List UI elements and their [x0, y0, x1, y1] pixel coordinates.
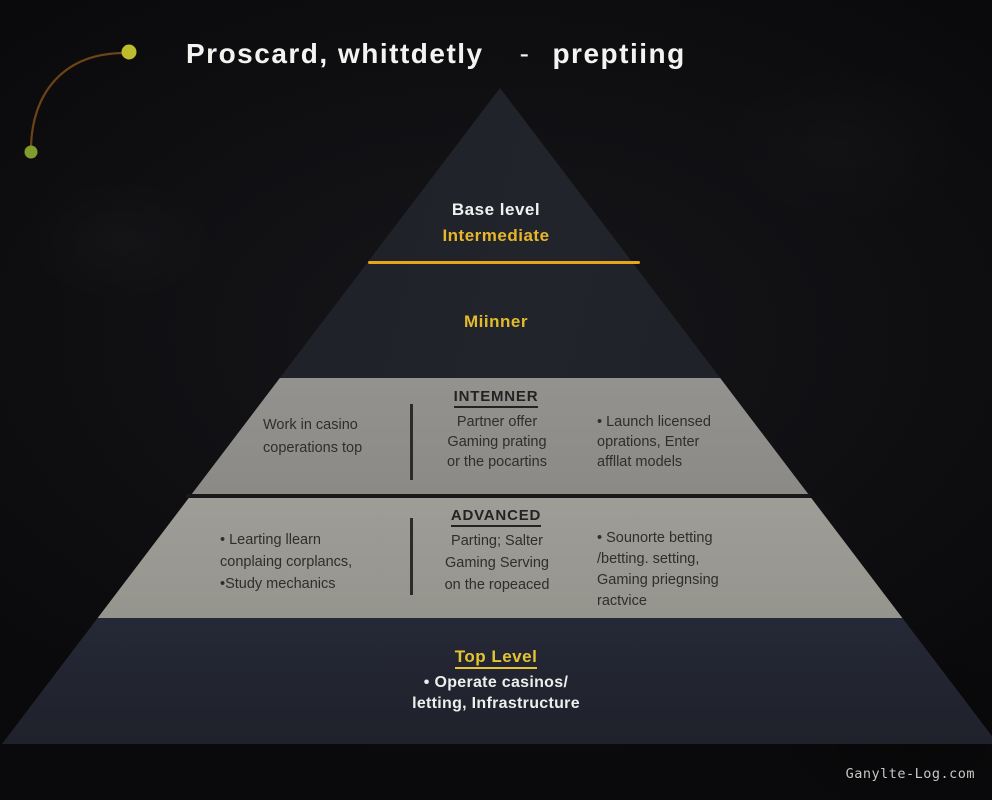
- band2-heading: ADVANCED: [0, 507, 992, 527]
- top-level-description: • Operate casinos/ letting, Infrastructu…: [0, 672, 992, 714]
- yellow-dot-icon: [121, 44, 137, 60]
- band1-right-line: • Launch licensed: [597, 414, 711, 430]
- band2-middle-column: Parting; Salter Gaming Serving on the ro…: [418, 530, 576, 596]
- band1-right-line: affllat models: [597, 454, 683, 470]
- band2-right-line: ractvice: [597, 593, 647, 609]
- band1-mid-line: or the pocartins: [447, 454, 547, 470]
- band2-left-line: • Learting llearn: [220, 532, 321, 548]
- band-separator-line: [186, 494, 810, 498]
- miinner-label: Miinner: [464, 312, 528, 331]
- green-dot-icon: [24, 145, 38, 159]
- yellow-divider-line: [368, 261, 640, 264]
- band2-left-line: conplaing corplancs,: [220, 554, 353, 570]
- band1-heading-text: INTEMNER: [453, 388, 539, 408]
- band1-right-line: oprations, Enter: [597, 434, 700, 450]
- band1-mid-line: Partner offer: [456, 414, 538, 430]
- band2-mid-line: on the ropeaced: [444, 577, 550, 593]
- band2-right-column: • Sounorte betting /betting. setting, Ga…: [597, 528, 765, 612]
- watermark-text: Ganylte-Log.com: [845, 766, 975, 782]
- band1-left-line: coperations top: [263, 440, 363, 456]
- band1-middle-column: Partner offer Gaming prating or the poca…: [418, 412, 576, 472]
- title-separator: -: [519, 38, 531, 69]
- title-part1: Proscard, whittdetly: [186, 38, 484, 69]
- corner-arc-decoration: [24, 44, 137, 159]
- intermediate-label: Intermediate: [442, 226, 550, 245]
- band1-column-divider: [410, 404, 413, 480]
- top-level-heading: Top Level: [0, 647, 992, 669]
- top-level-heading-text: Top Level: [454, 647, 538, 669]
- top-level-line: • Operate casinos/: [423, 674, 569, 691]
- band1-heading: INTEMNER: [0, 388, 992, 408]
- band1-left-column: Work in casino coperations top: [263, 414, 413, 460]
- curved-connector-line: [29, 51, 126, 151]
- band2-right-line: /betting. setting,: [597, 551, 700, 567]
- pyramid-base-section: [2, 618, 992, 744]
- band1-left-line: Work in casino: [263, 417, 358, 433]
- band2-mid-line: Gaming Serving: [445, 555, 549, 571]
- base-level-label: Base level: [451, 200, 541, 219]
- band1-mid-line: Gaming prating: [447, 434, 547, 450]
- band2-heading-text: ADVANCED: [450, 507, 542, 527]
- band2-mid-line: Parting; Salter: [451, 533, 543, 549]
- title-part2: preptiing: [552, 38, 686, 69]
- band2-left-line: •Study mechanics: [220, 576, 336, 592]
- top-level-line: letting, Infrastructure: [412, 695, 580, 712]
- band2-column-divider: [410, 518, 413, 595]
- page-title: Proscard, whittdetly - preptiing: [186, 38, 686, 70]
- band2-right-line: • Sounorte betting: [597, 530, 713, 546]
- band1-right-column: • Launch licensed oprations, Enter affll…: [597, 412, 747, 472]
- band2-right-line: Gaming priegnsing: [597, 572, 719, 588]
- band2-left-column: • Learting llearn conplaing corplancs, •…: [220, 529, 385, 595]
